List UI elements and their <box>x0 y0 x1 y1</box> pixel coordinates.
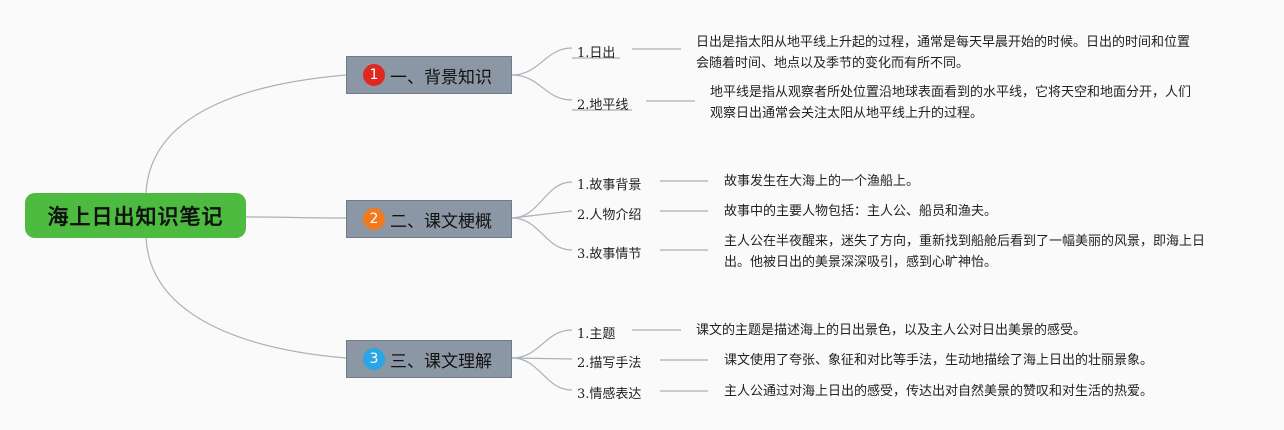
subtopic-theme[interactable]: 1.主题 <box>577 327 616 342</box>
description-horizon: 地平线是指从观察者所处位置沿地球表面看到的水平线，它将天空和地面分开，人们观察日… <box>710 85 1192 121</box>
description-story-background: 故事发生在大海上的一个渔船上。 <box>724 174 920 189</box>
description-characters: 故事中的主要人物包括：主人公、船员和渔夫。 <box>724 204 998 219</box>
branch-summary[interactable]: 2 二、课文梗概 <box>346 200 512 238</box>
subtopic-characters[interactable]: 2.人物介绍 <box>577 208 642 223</box>
subtopic-horizon[interactable]: 2.地平线 <box>577 98 629 113</box>
description-sunrise: 日出是指太阳从地平线上升起的过程，通常是每天早晨开始的时候。日出的时间和位置会随… <box>696 35 1191 71</box>
description-theme: 课文的主题是描述海上的日出景色，以及主人公对日出美景的感受。 <box>696 323 1087 338</box>
description-plot: 主人公在半夜醒来，迷失了方向，重新找到船舱后看到了一幅美丽的风景，即海上日出。他… <box>724 234 1206 270</box>
root-node[interactable]: 海上日出知识笔记 <box>25 193 246 238</box>
branch-title: 三、课文理解 <box>390 351 492 372</box>
subtopic-sunrise[interactable]: 1.日出 <box>577 46 616 61</box>
description-techniques: 课文使用了夸张、象征和对比等手法，生动地描绘了海上日出的壮丽景象。 <box>724 353 1154 368</box>
description-emotion: 主人公通过对海上日出的感受，传达出对自然美景的赞叹和对生活的热爱。 <box>724 384 1154 399</box>
number-badge-icon: 1 <box>363 64 385 86</box>
subtopic-plot[interactable]: 3.故事情节 <box>577 247 642 262</box>
root-title: 海上日出知识笔记 <box>47 204 224 229</box>
subtopic-emotion[interactable]: 3.情感表达 <box>577 387 642 402</box>
branch-title: 二、课文梗概 <box>390 211 492 232</box>
subtopic-story-background[interactable]: 1.故事背景 <box>577 178 642 193</box>
branch-understanding[interactable]: 3 三、课文理解 <box>346 340 512 378</box>
number-badge-icon: 2 <box>363 208 385 230</box>
number-badge-icon: 3 <box>363 348 385 370</box>
subtopic-techniques[interactable]: 2.描写手法 <box>577 356 642 371</box>
branch-background[interactable]: 1 一、背景知识 <box>346 56 512 94</box>
branch-title: 一、背景知识 <box>390 67 492 88</box>
